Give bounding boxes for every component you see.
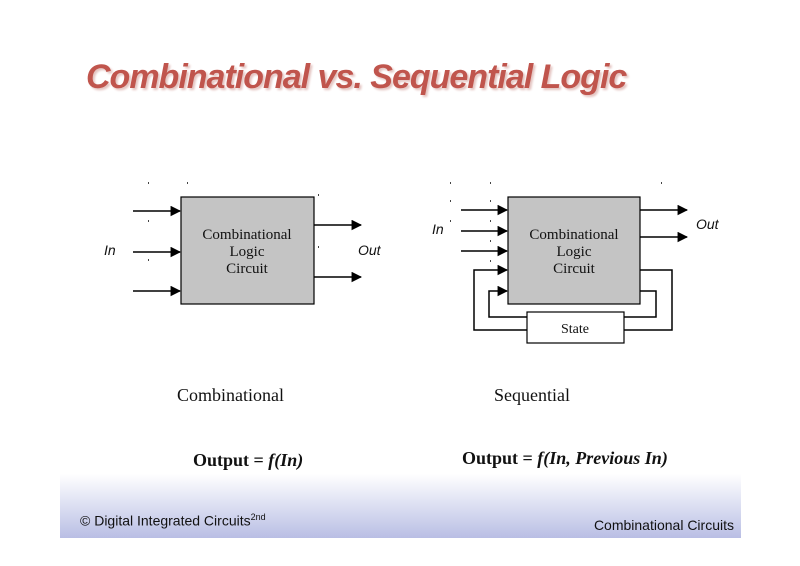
- comb-box-line-3: Circuit: [226, 261, 268, 277]
- sequential-diagram: Combinational Logic Circuit In Out State: [432, 182, 720, 344]
- footer-copyright: © Digital Integrated Circuits2nd: [80, 512, 266, 529]
- seq-formula-lhs: Output: [462, 448, 519, 468]
- seq-box-line-1: Combinational: [529, 227, 618, 243]
- comb-formula-args: (In): [274, 450, 304, 470]
- logic-diagrams: Combinational Logic Circuit In Out Combi…: [104, 182, 720, 344]
- footer-copyright-text: © Digital Integrated Circuits: [80, 512, 251, 529]
- comb-box-line-1: Combinational: [202, 227, 291, 243]
- comb-formula-eq: =: [249, 450, 269, 470]
- seq-formula-eq: =: [518, 448, 538, 468]
- feedback-path-inner-right: [624, 290, 657, 318]
- comb-box-line-2: Logic: [230, 244, 265, 260]
- seq-formula-args: (In, Previous In): [543, 448, 668, 468]
- combinational-logic-box: [180, 196, 315, 305]
- combinational-formula: Output = f(In): [193, 450, 303, 471]
- seq-output-label: Out: [696, 216, 720, 232]
- comb-tick-marks: [148, 182, 319, 261]
- comb-formula-lhs: Output: [193, 450, 250, 470]
- combinational-diagram: Combinational Logic Circuit In Out: [104, 182, 382, 305]
- seq-box-line-3: Circuit: [553, 261, 595, 277]
- slide-title: Combinational vs. Sequential Logic: [86, 58, 627, 96]
- seq-formula-func: f: [537, 448, 544, 468]
- state-box: [526, 311, 625, 344]
- seq-tick-marks: [450, 182, 662, 262]
- feedback-path-outer-right: [624, 269, 673, 331]
- footer-edition-sup: 2nd: [250, 512, 266, 522]
- combinational-caption: Combinational: [177, 385, 284, 405]
- sequential-caption: Sequential: [494, 385, 570, 405]
- comb-input-label: In: [104, 242, 116, 258]
- footer-section-title: Combinational Circuits: [593, 517, 734, 533]
- sequential-formula: Output = f(In, Previous In): [462, 448, 668, 469]
- seq-input-label: In: [432, 221, 444, 237]
- comb-formula-func: f: [268, 450, 275, 470]
- state-label: State: [561, 322, 589, 337]
- comb-output-label: Out: [358, 242, 382, 258]
- feedback-path-outer-left: [473, 264, 527, 331]
- feedback-path-inner-left: [488, 285, 527, 318]
- slide-footer: © Digital Integrated Circuits2nd Combina…: [60, 474, 741, 538]
- seq-box-line-2: Logic: [557, 244, 592, 260]
